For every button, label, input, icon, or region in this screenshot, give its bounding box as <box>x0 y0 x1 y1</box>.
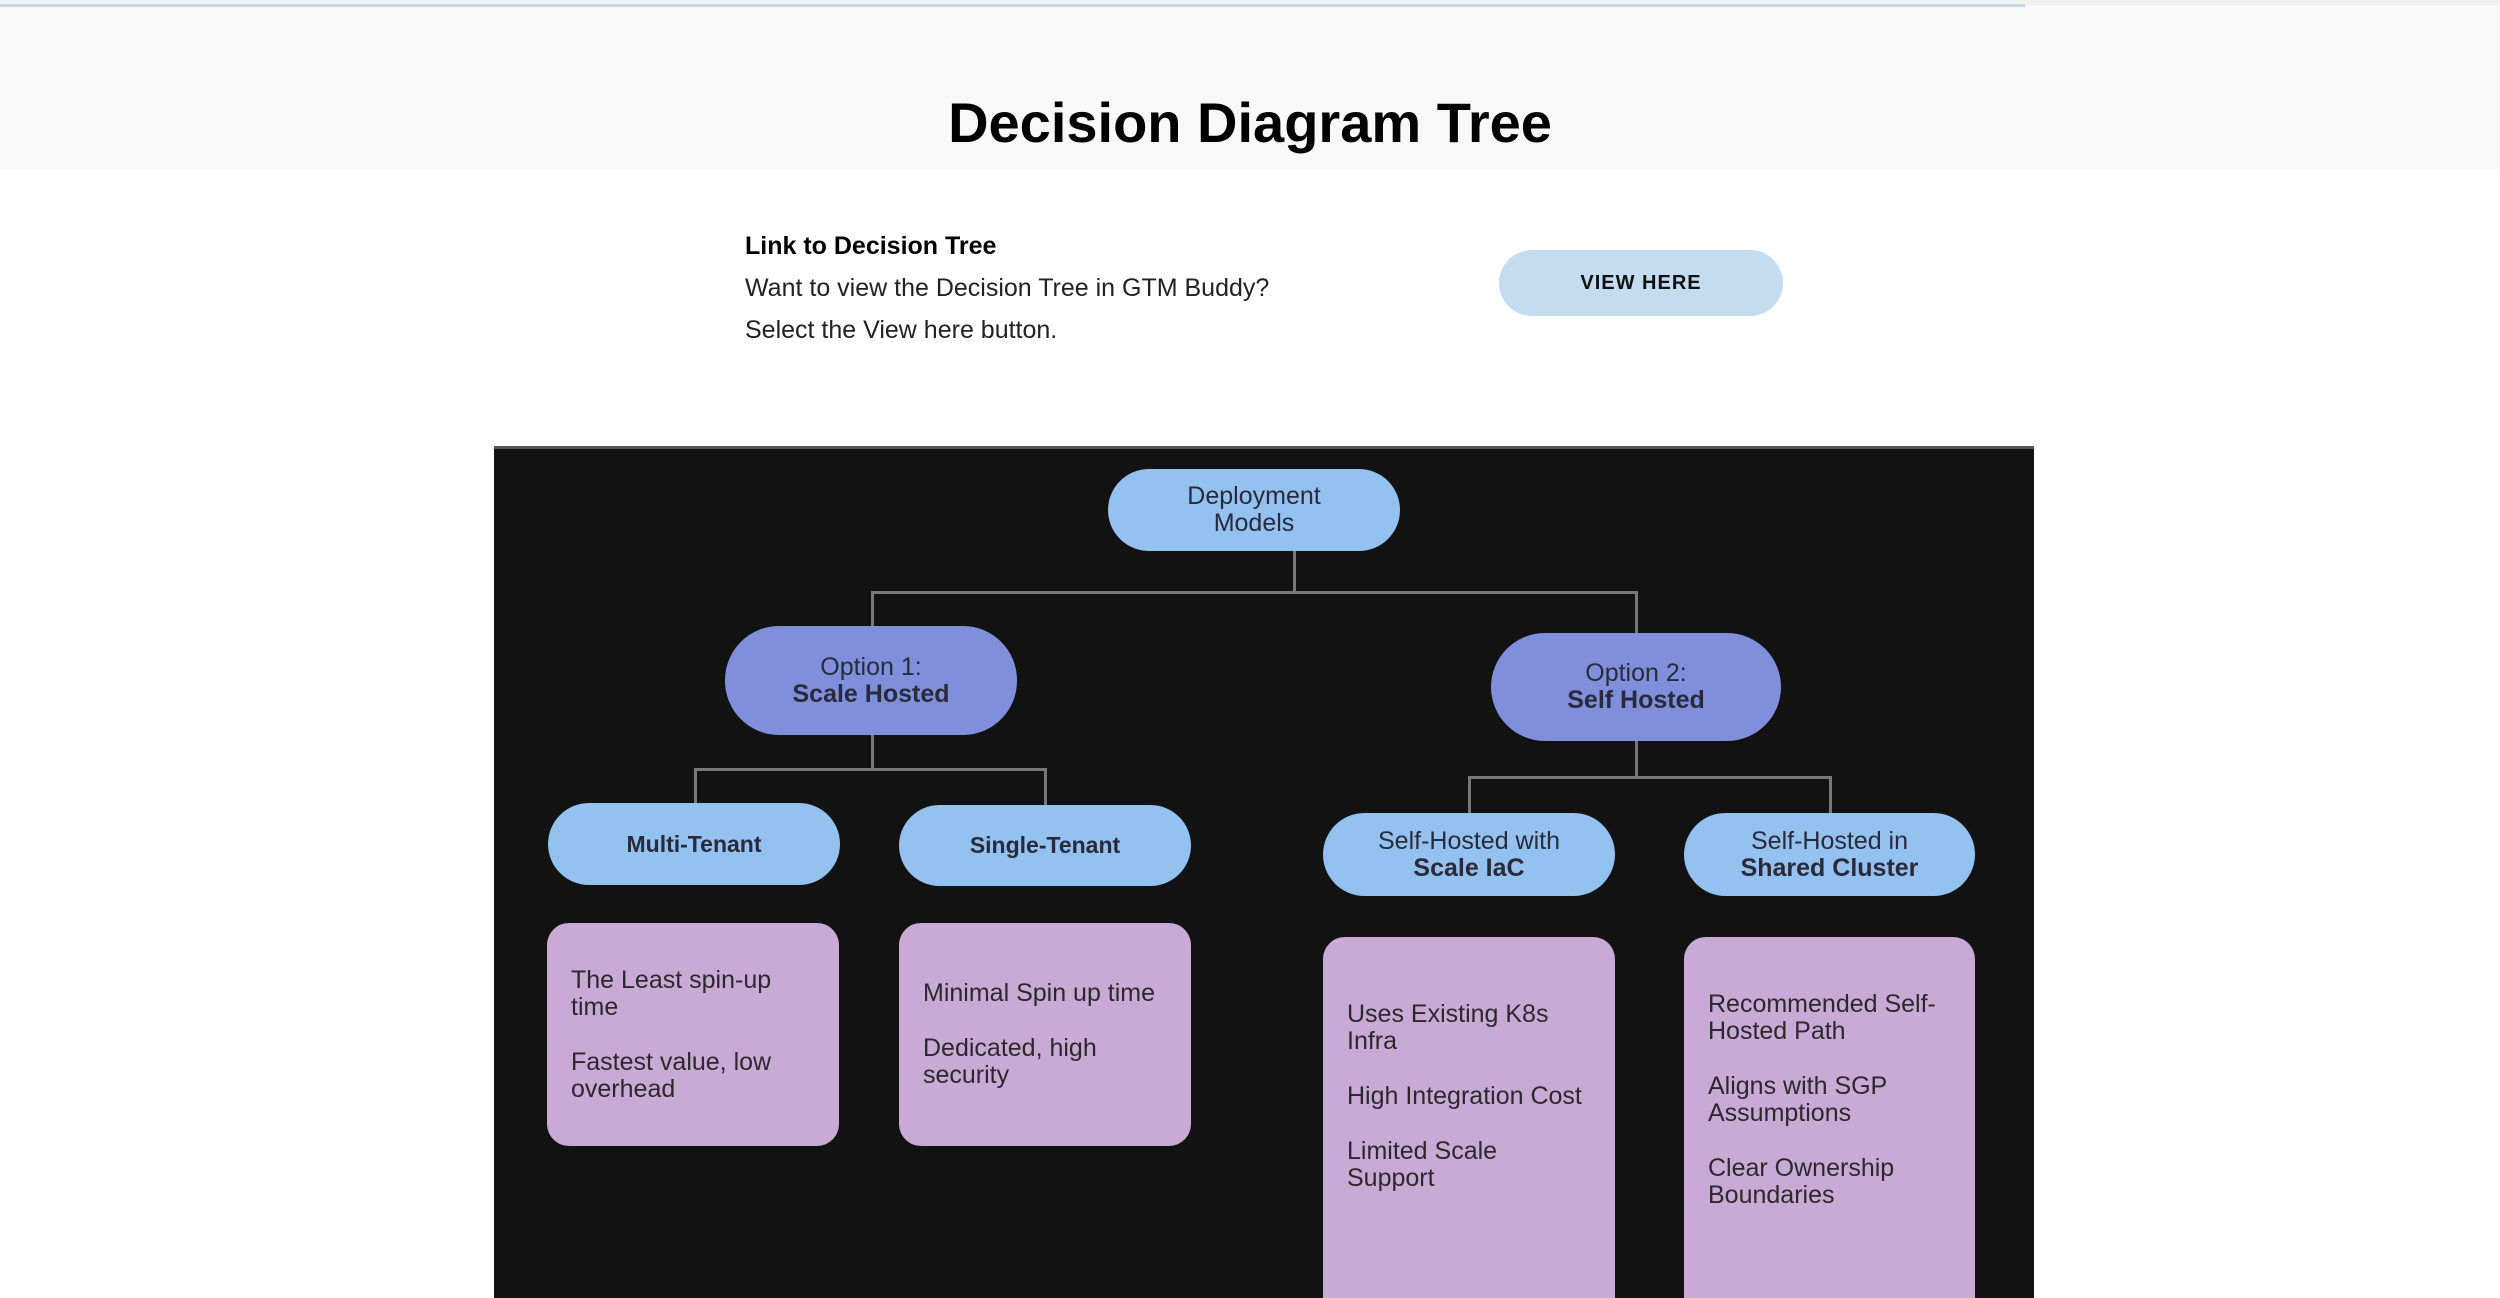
node-label: Self-Hosted in <box>1750 826 1909 855</box>
node-label: Scale Hosted <box>792 679 950 708</box>
connector <box>1044 768 1047 806</box>
page-title: Decision Diagram Tree <box>948 91 1552 154</box>
detail-point: The Least spin-up time <box>571 965 772 1021</box>
browser-top-bar <box>0 0 2500 6</box>
detail-point: Recommended Self-Hosted Path <box>1708 990 1936 1045</box>
link-instruction: Select the View here button. <box>745 316 1058 344</box>
connector <box>694 768 697 804</box>
node-label: Self Hosted <box>1567 686 1705 714</box>
connector <box>871 734 874 770</box>
connector <box>1829 776 1832 814</box>
node-label: Option 1: <box>820 652 922 681</box>
root-node-deployment-models: Deployment Models <box>1108 469 1400 551</box>
connector <box>1293 548 1296 593</box>
detail-point: Dedicated, high security <box>923 1034 1097 1089</box>
connector <box>694 768 1046 771</box>
node-label: Single-Tenant <box>969 832 1121 858</box>
page-load-progress <box>0 4 2025 7</box>
connector <box>1468 776 1471 814</box>
detail-point: Limited Scale Support <box>1347 1137 1498 1192</box>
detail-point: Clear Ownership Boundaries <box>1708 1154 1895 1209</box>
link-description: Want to view the Decision Tree in GTM Bu… <box>745 274 1270 302</box>
connector <box>871 591 1637 594</box>
page-header <box>0 7 2500 169</box>
self-hosted-iac-node: Self-Hosted with Scale IaC <box>1323 813 1615 896</box>
multi-tenant-node: Multi-Tenant <box>548 803 840 885</box>
connector <box>1468 776 1831 779</box>
connector <box>1635 591 1638 633</box>
node-label: Shared Cluster <box>1740 853 1919 882</box>
node-label: Scale IaC <box>1413 853 1525 882</box>
self-hosted-shared-node: Self-Hosted in Shared Cluster <box>1684 813 1975 896</box>
self-hosted-shared-details: Recommended Self-Hosted Path Aligns with… <box>1684 937 1975 1298</box>
single-tenant-node: Single-Tenant <box>899 805 1191 886</box>
self-hosted-iac-details: Uses Existing K8s Infra High Integration… <box>1323 937 1615 1298</box>
detail-point: Fastest value, low overhead <box>571 1047 772 1103</box>
option-1-node: Option 1: Scale Hosted <box>725 626 1017 735</box>
node-label: Self-Hosted with <box>1377 826 1561 855</box>
link-heading: Link to Decision Tree <box>745 232 997 260</box>
node-label: Deployment <box>1187 482 1321 510</box>
node-label: Multi-Tenant <box>626 830 762 857</box>
view-here-button[interactable]: VIEW HERE <box>1499 250 1783 316</box>
decision-tree-diagram: Deployment Models Option 1: Scale Hosted… <box>494 446 2034 1298</box>
detail-point: Aligns with SGP Assumptions <box>1708 1072 1887 1127</box>
detail-point: High Integration Cost <box>1347 1082 1582 1110</box>
option-2-node: Option 2: Self Hosted <box>1491 633 1781 741</box>
single-tenant-details: Minimal Spin up time Dedicated, high sec… <box>899 923 1191 1146</box>
node-label: Option 2: <box>1585 659 1687 687</box>
connector <box>1635 740 1638 778</box>
connector <box>871 591 874 627</box>
detail-point: Uses Existing K8s Infra <box>1347 1000 1549 1055</box>
multi-tenant-details: The Least spin-up time Fastest value, lo… <box>547 923 839 1146</box>
link-section: Link to Decision Tree Want to view the D… <box>745 225 1269 351</box>
node-label: Models <box>1213 509 1295 537</box>
detail-point: Minimal Spin up time <box>923 979 1156 1007</box>
